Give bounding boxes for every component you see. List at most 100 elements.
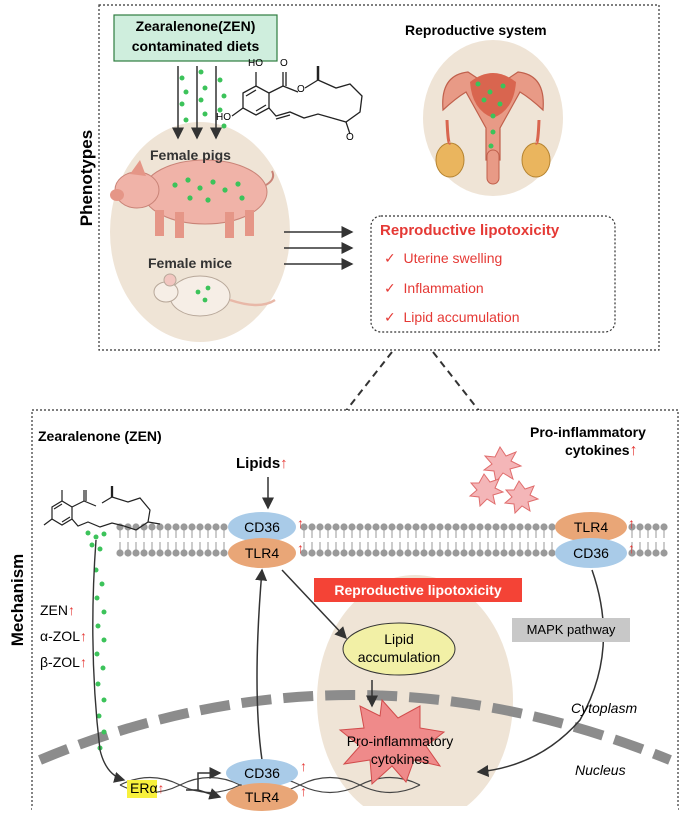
lipid-accum-line2: accumulation: [357, 649, 441, 665]
lipid-head: [652, 549, 660, 557]
lipid-head: [164, 523, 172, 531]
cytokine-star: [338, 698, 446, 786]
metabolite-b-zol: β-ZOL↑: [40, 654, 87, 670]
lipid-head: [644, 523, 652, 531]
lipid-head: [484, 549, 492, 557]
tlr4-membrane-left: [228, 538, 296, 568]
cd36-membrane-left: [228, 512, 296, 542]
up-arrow-icon: ↑: [628, 515, 635, 531]
lipid-head: [660, 549, 668, 557]
lipid-head: [180, 523, 188, 531]
lipid-head: [380, 549, 388, 557]
lipid-head: [644, 549, 652, 557]
mapk-pathway-box: MAPK pathway: [512, 618, 630, 642]
up-arrow-icon: ↑: [629, 442, 638, 459]
lipid-head: [380, 523, 388, 531]
lipid-head: [436, 549, 444, 557]
lipid-head: [196, 523, 204, 531]
era-label: ERα↑: [130, 780, 165, 796]
lipid-head: [148, 523, 156, 531]
lipid-head: [540, 549, 548, 557]
lipid-head: [196, 549, 204, 557]
lipid-head: [420, 549, 428, 557]
lipid-head: [404, 523, 412, 531]
lipid-head: [436, 523, 444, 531]
nucleus-label: Nucleus: [575, 762, 626, 778]
lipid-head: [500, 523, 508, 531]
zen-title: Zearalenone (ZEN): [38, 428, 162, 444]
lipid-head: [348, 549, 356, 557]
cd36-label-left: CD36: [244, 519, 280, 535]
cytokine-bursts: [468, 446, 540, 515]
connector-lines: [344, 351, 481, 413]
membrane: [116, 523, 668, 557]
lipid-head: [652, 523, 660, 531]
era-highlight: [127, 780, 157, 798]
lipid-head: [500, 549, 508, 557]
lipid-head: [140, 549, 148, 557]
lipid-head: [124, 549, 132, 557]
lipid-head: [460, 549, 468, 557]
mapk-arrow: [476, 569, 605, 777]
lipid-head: [420, 523, 428, 531]
lipid-head: [156, 549, 164, 557]
repro-green-dots: [475, 81, 506, 149]
metabolite-label: α-ZOL: [40, 628, 80, 644]
lipid-head: [452, 523, 460, 531]
lipid-head: [396, 549, 404, 557]
lipid-head: [660, 523, 668, 531]
pig-icon: [110, 159, 275, 238]
lipid-head: [444, 523, 452, 531]
lipid-head: [532, 549, 540, 557]
lipid-head: [340, 523, 348, 531]
up-arrow-icon: ↑: [68, 602, 75, 618]
expression-arrow: [255, 568, 268, 761]
lipid-head: [164, 549, 172, 557]
lipid-head: [636, 523, 644, 531]
mechanism-side-label: Mechanism: [8, 553, 27, 647]
lipid-head: [388, 523, 396, 531]
lipid-head: [172, 549, 180, 557]
lipid-head: [516, 549, 524, 557]
lipid-head: [212, 549, 220, 557]
up-arrow-icon: ↑: [79, 628, 87, 644]
lipid-head: [532, 523, 540, 531]
metabolite-label: ZEN: [40, 602, 68, 618]
up-arrow-icon: ↑: [300, 758, 307, 774]
lipid-head: [204, 523, 212, 531]
diet-label-2: contaminated diets: [131, 38, 260, 54]
lipid-head: [412, 549, 420, 557]
up-arrow-icon: ↑: [297, 515, 304, 531]
struct-o-ring: O: [297, 84, 305, 95]
lipid-head: [212, 523, 220, 531]
metabolite-label: β-ZOL: [40, 654, 80, 670]
lipid-head: [444, 549, 452, 557]
up-arrow-icon: ↑: [157, 780, 165, 796]
lipid-head: [492, 523, 500, 531]
female-mice-label: Female mice: [148, 255, 233, 271]
struct-ho-bottom: HO: [216, 112, 231, 123]
lipid-head: [180, 549, 188, 557]
up-arrow-icon: ↑: [628, 540, 635, 556]
lipids-text: Lipids: [236, 455, 281, 472]
lipotox-banner: Reproductive lipotoxicity: [314, 578, 522, 602]
up-arrow-icon: ↑: [79, 654, 87, 670]
lipid-head: [460, 523, 468, 531]
lipid-head: [356, 549, 364, 557]
cytokines-nucleus-1: Pro-inflammatory: [346, 733, 454, 749]
cd36-label-right: CD36: [573, 545, 609, 561]
lipid-head: [188, 523, 196, 531]
lipid-head: [332, 549, 340, 557]
lipid-head: [636, 549, 644, 557]
lipid-head: [308, 549, 316, 557]
lipid-head: [428, 523, 436, 531]
reproductive-system-label: Reproductive system: [405, 22, 547, 38]
lipid-head: [476, 523, 484, 531]
era-text: ERα: [130, 780, 158, 796]
lipid-head: [340, 549, 348, 557]
lipotox-item-1: ✓ Uterine swelling: [384, 250, 502, 267]
check-icon: ✓: [384, 250, 396, 266]
up-arrow-icon: ↑: [300, 783, 307, 799]
cd36-label-nucleus: CD36: [244, 765, 280, 781]
lipid-accum-line1: Lipid: [384, 631, 414, 647]
